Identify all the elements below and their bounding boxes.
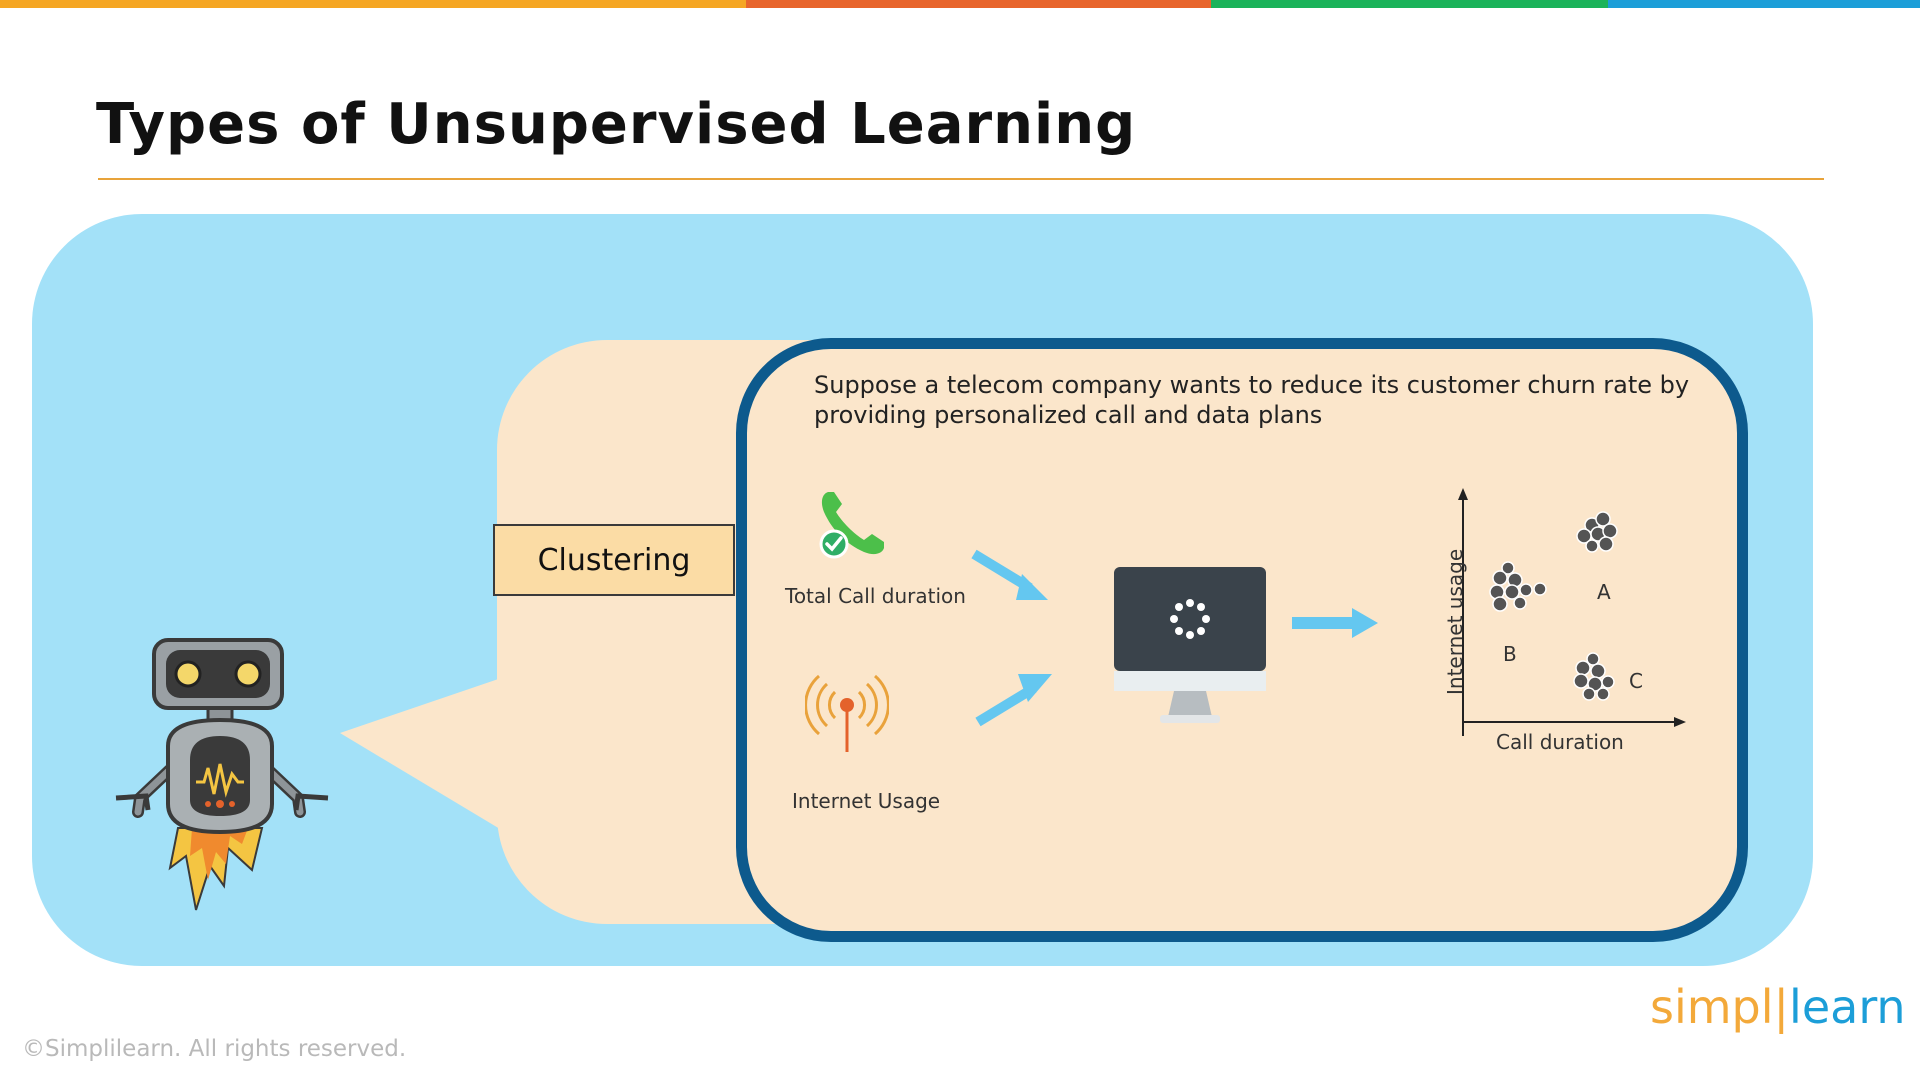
cluster-a-points xyxy=(1576,511,1618,553)
cluster-c-label: C xyxy=(1629,669,1643,693)
cluster-a-label: A xyxy=(1597,580,1611,604)
arrow-right-down-icon xyxy=(971,549,1048,600)
cluster-b-points xyxy=(1489,561,1547,612)
cluster-plot xyxy=(1458,488,1686,736)
clustering-label: Clustering xyxy=(537,542,691,578)
signal-antenna-icon xyxy=(805,674,889,752)
arrow-right-icon xyxy=(1292,608,1378,638)
speech-bubble-tail xyxy=(340,675,510,835)
bar-segment-blue xyxy=(1608,0,1920,8)
internet-usage-label: Internet Usage xyxy=(792,789,941,813)
computer-monitor-icon xyxy=(1114,567,1266,723)
cluster-b-label: B xyxy=(1503,642,1517,666)
top-color-bar xyxy=(0,0,1920,8)
clustering-tag: Clustering xyxy=(493,524,735,596)
title-underline xyxy=(98,178,1824,180)
bar-segment-green xyxy=(1211,0,1608,8)
simplilearn-logo: simpl|learn xyxy=(1650,980,1906,1034)
call-duration-label: Total Call duration xyxy=(785,584,966,608)
phone-icon xyxy=(819,492,884,559)
scenario-description: Suppose a telecom company wants to reduc… xyxy=(814,371,1690,429)
plot-x-axis-label: Call duration xyxy=(1496,730,1624,754)
copyright-text: ©Simplilearn. All rights reserved. xyxy=(22,1036,407,1062)
bar-segment-red xyxy=(746,0,1211,8)
content-card xyxy=(736,338,1748,942)
plot-y-axis-label: Internet usage xyxy=(1443,548,1467,695)
bar-segment-orange xyxy=(0,0,746,8)
cluster-c-points xyxy=(1573,652,1615,701)
page-title: Types of Unsupervised Learning xyxy=(96,92,1137,157)
arrow-right-up-icon xyxy=(975,674,1052,727)
robot-icon xyxy=(115,638,329,911)
